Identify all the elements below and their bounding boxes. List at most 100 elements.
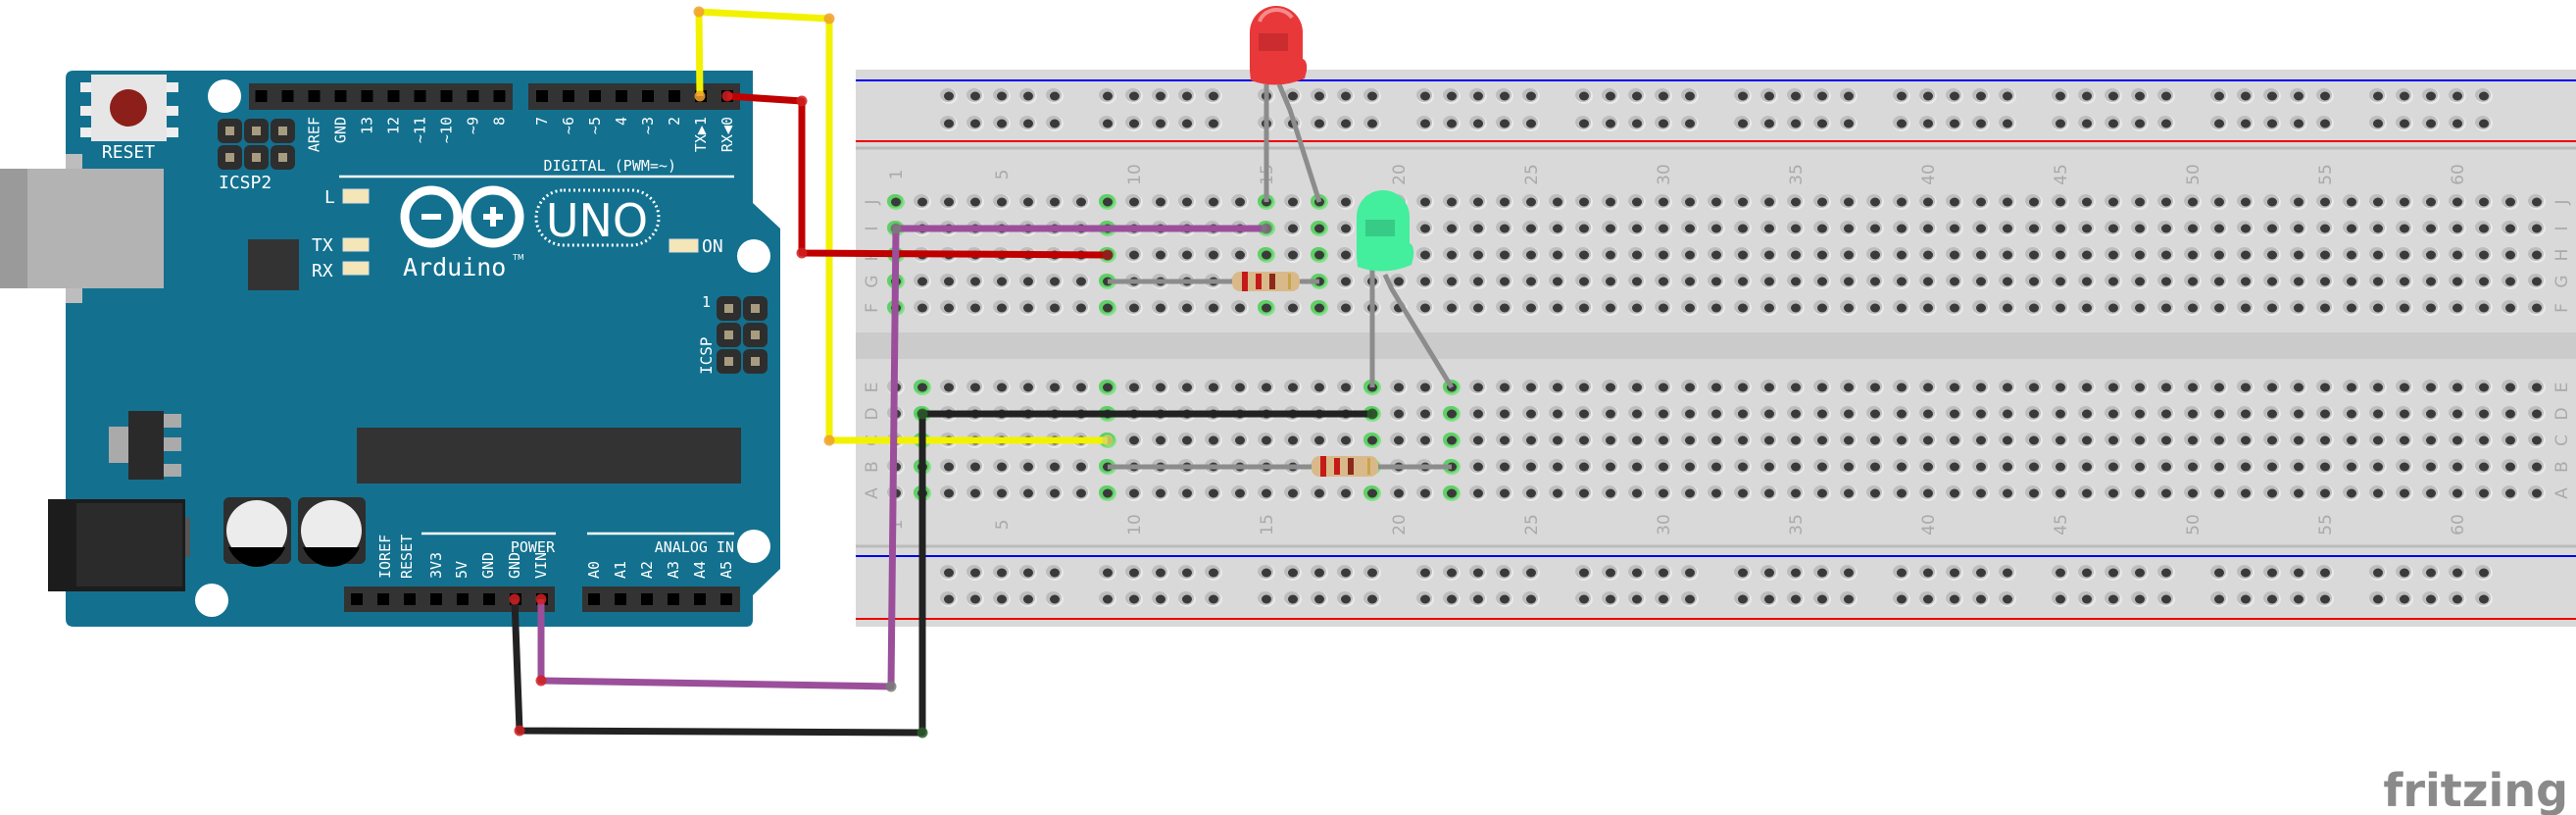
- breadboard-hole[interactable]: [2210, 300, 2228, 316]
- breadboard-hole[interactable]: [2502, 300, 2519, 316]
- breadboard-hole[interactable]: [2369, 433, 2387, 448]
- breadboard-hole[interactable]: [993, 591, 1011, 607]
- breadboard-hole[interactable]: [1655, 433, 1672, 448]
- breadboard-hole[interactable]: [2396, 565, 2413, 581]
- breadboard-hole[interactable]: [2237, 485, 2254, 501]
- breadboard-hole[interactable]: [1258, 247, 1275, 263]
- header-pin[interactable]: [467, 90, 479, 102]
- breadboard-hole[interactable]: [1681, 274, 1699, 289]
- breadboard-hole[interactable]: [1363, 591, 1381, 607]
- breadboard-hole[interactable]: [1284, 433, 1302, 448]
- breadboard-hole[interactable]: [1469, 485, 1487, 501]
- wire-endpoint[interactable]: [535, 675, 547, 687]
- breadboard-hole[interactable]: [1337, 88, 1355, 104]
- breadboard-hole[interactable]: [2210, 380, 2228, 395]
- breadboard-hole[interactable]: [1655, 221, 1672, 236]
- breadboard-hole[interactable]: [2105, 300, 2122, 316]
- breadboard-hole[interactable]: [914, 300, 931, 316]
- breadboard-hole[interactable]: [2157, 221, 2175, 236]
- breadboard-hole[interactable]: [1602, 274, 1619, 289]
- breadboard-hole[interactable]: [2131, 591, 2149, 607]
- breadboard-hole[interactable]: [1284, 247, 1302, 263]
- breadboard-hole[interactable]: [2290, 406, 2307, 422]
- breadboard-hole[interactable]: [1205, 247, 1222, 263]
- breadboard-hole[interactable]: [2343, 433, 2360, 448]
- breadboard-hole[interactable]: [2369, 591, 2387, 607]
- breadboard-hole[interactable]: [1708, 380, 1725, 395]
- breadboard-hole[interactable]: [1522, 380, 1540, 395]
- breadboard-hole[interactable]: [1522, 116, 1540, 131]
- breadboard-hole[interactable]: [2025, 380, 2043, 395]
- breadboard-hole[interactable]: [1099, 194, 1116, 210]
- breadboard-hole[interactable]: [1178, 88, 1196, 104]
- breadboard-hole[interactable]: [2396, 274, 2413, 289]
- wire-endpoint[interactable]: [509, 593, 520, 605]
- breadboard-hole[interactable]: [1284, 300, 1302, 316]
- breadboard-hole[interactable]: [1946, 406, 1963, 422]
- breadboard-hole[interactable]: [1152, 565, 1169, 581]
- breadboard-hole[interactable]: [1681, 116, 1699, 131]
- breadboard-hole[interactable]: [2184, 380, 2202, 395]
- breadboard-hole[interactable]: [1549, 485, 1566, 501]
- breadboard-hole[interactable]: [2078, 380, 2096, 395]
- header-pin[interactable]: [255, 90, 268, 102]
- breadboard-hole[interactable]: [2396, 194, 2413, 210]
- breadboard-hole[interactable]: [1046, 300, 1064, 316]
- breadboard-hole[interactable]: [1443, 591, 1461, 607]
- breadboard-hole[interactable]: [2105, 591, 2122, 607]
- breadboard-hole[interactable]: [2449, 459, 2466, 475]
- breadboard-hole[interactable]: [1602, 221, 1619, 236]
- breadboard-hole[interactable]: [2078, 300, 2096, 316]
- breadboard-hole[interactable]: [2502, 274, 2519, 289]
- breadboard-hole[interactable]: [940, 485, 958, 501]
- green-led[interactable]: [1357, 190, 1455, 389]
- breadboard-hole[interactable]: [1522, 459, 1540, 475]
- breadboard-hole[interactable]: [1787, 459, 1805, 475]
- breadboard-hole[interactable]: [2184, 300, 2202, 316]
- breadboard-hole[interactable]: [1787, 485, 1805, 501]
- breadboard-hole[interactable]: [1522, 247, 1540, 263]
- breadboard-hole[interactable]: [2263, 194, 2281, 210]
- breadboard-hole[interactable]: [1311, 565, 1328, 581]
- breadboard-hole[interactable]: [2449, 380, 2466, 395]
- breadboard-hole[interactable]: [1919, 88, 1937, 104]
- breadboard-hole[interactable]: [2396, 116, 2413, 131]
- breadboard-hole[interactable]: [1496, 565, 1513, 581]
- breadboard-hole[interactable]: [1311, 485, 1328, 501]
- breadboard-hole[interactable]: [2052, 591, 2069, 607]
- breadboard-hole[interactable]: [2210, 591, 2228, 607]
- breadboard-hole[interactable]: [1946, 247, 1963, 263]
- breadboard-hole[interactable]: [1972, 116, 1990, 131]
- wire-endpoint[interactable]: [796, 95, 808, 107]
- breadboard-hole[interactable]: [1469, 300, 1487, 316]
- breadboard-hole[interactable]: [1575, 88, 1593, 104]
- breadboard-hole[interactable]: [1152, 116, 1169, 131]
- breadboard-hole[interactable]: [2105, 565, 2122, 581]
- breadboard-hole[interactable]: [2316, 88, 2334, 104]
- breadboard-hole[interactable]: [2157, 194, 2175, 210]
- breadboard-hole[interactable]: [2157, 565, 2175, 581]
- breadboard-hole[interactable]: [1337, 565, 1355, 581]
- breadboard-hole[interactable]: [2369, 247, 2387, 263]
- breadboard-hole[interactable]: [2316, 116, 2334, 131]
- breadboard-hole[interactable]: [1099, 380, 1116, 395]
- breadboard-hole[interactable]: [2449, 221, 2466, 236]
- header-pin[interactable]: [334, 90, 347, 102]
- breadboard-hole[interactable]: [2528, 274, 2546, 289]
- breadboard-hole[interactable]: [2316, 406, 2334, 422]
- breadboard-hole[interactable]: [2078, 116, 2096, 131]
- breadboard-hole[interactable]: [914, 194, 931, 210]
- breadboard-hole[interactable]: [2263, 300, 2281, 316]
- breadboard-hole[interactable]: [1469, 459, 1487, 475]
- breadboard-hole[interactable]: [2343, 485, 2360, 501]
- breadboard-hole[interactable]: [1708, 274, 1725, 289]
- breadboard-hole[interactable]: [1946, 485, 1963, 501]
- breadboard-hole[interactable]: [1337, 300, 1355, 316]
- breadboard-hole[interactable]: [1919, 380, 1937, 395]
- breadboard-hole[interactable]: [1999, 380, 2016, 395]
- breadboard-hole[interactable]: [2237, 116, 2254, 131]
- breadboard-hole[interactable]: [1522, 485, 1540, 501]
- breadboard-hole[interactable]: [1628, 194, 1646, 210]
- breadboard-hole[interactable]: [1919, 194, 1937, 210]
- breadboard-hole[interactable]: [1708, 433, 1725, 448]
